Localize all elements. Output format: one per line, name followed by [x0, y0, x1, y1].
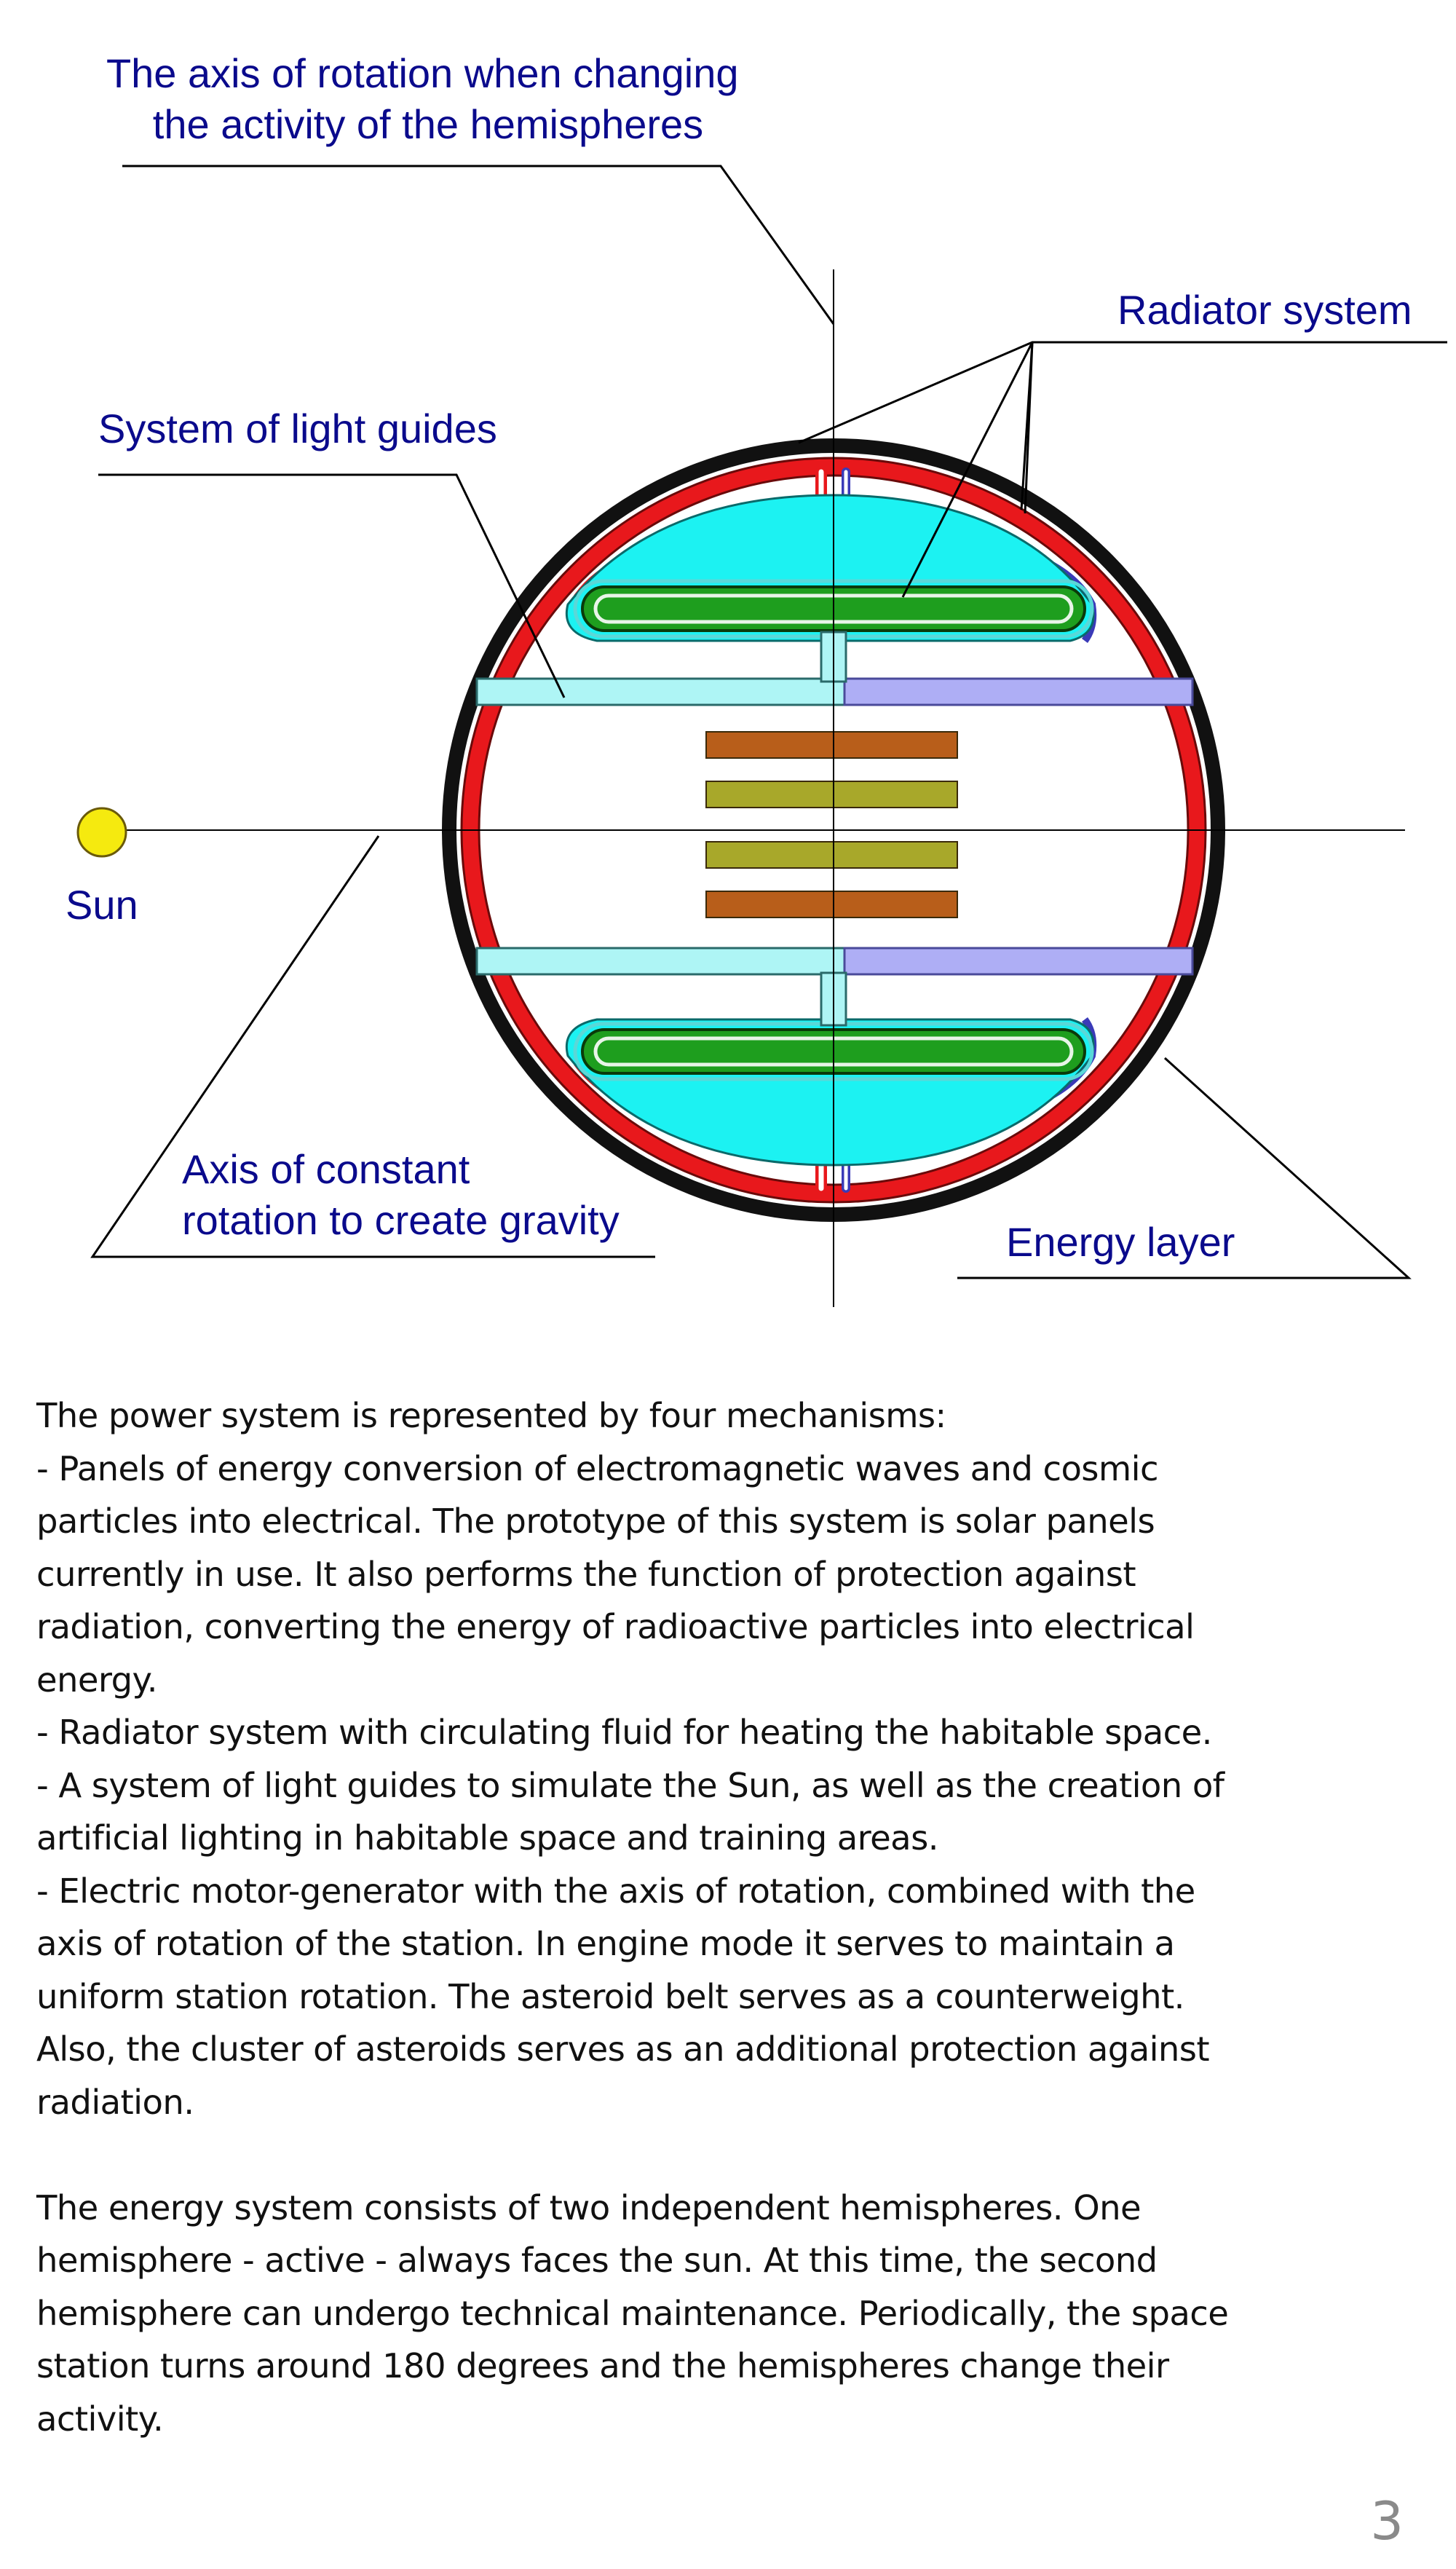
motor-generator-bars: [705, 731, 958, 918]
description-text: The power system is represented by four …: [36, 1389, 1441, 2445]
label-sun: Sun: [66, 882, 138, 928]
label-light-guides: System of light guides: [98, 406, 497, 451]
text-line: energy.: [36, 1660, 158, 1700]
label-radiator-system: Radiator system: [1117, 287, 1412, 333]
text-line: - Panels of energy conversion of electro…: [36, 1448, 1159, 1488]
sun-icon: [76, 807, 127, 858]
text-line: - Electric motor-generator with the axis…: [36, 1871, 1195, 1911]
label-axis-hemispheres-line1: The axis of rotation when changing: [106, 50, 739, 96]
text-line: The energy system consists of two indepe…: [36, 2187, 1142, 2227]
text-line: artificial lighting in habitable space a…: [36, 1818, 938, 1858]
leader-lines: [90, 165, 1447, 1279]
text-line: hemisphere - active - always faces the s…: [36, 2241, 1158, 2280]
light-guides-top: [475, 631, 1194, 706]
text-line: currently in use. It also performs the f…: [36, 1554, 1136, 1594]
text-line: station turns around 180 degrees and the…: [36, 2346, 1169, 2386]
svg-text:Axis of constant rotation: Axis of constant rotation to create grav…: [182, 1146, 620, 1243]
text-line: - Radiator system with circulating fluid…: [36, 1713, 1212, 1752]
text-line: particles into electrical. The prototype…: [36, 1501, 1155, 1541]
text-line: uniform station rotation. The asteroid b…: [36, 1976, 1184, 2016]
svg-text:The axis of rotation when chan: The axis of rotation when changing the a…: [106, 50, 750, 147]
page-number: 3: [1370, 2490, 1404, 2552]
label-energy-layer: Energy layer: [1006, 1219, 1235, 1265]
text-line: - A system of light guides to simulate t…: [36, 1765, 1224, 1805]
station-power-diagram: The axis of rotation when changing the a…: [66, 50, 1447, 1307]
text-line: activity.: [36, 2399, 164, 2439]
label-axis-constant-line1: Axis of constant: [182, 1146, 470, 1192]
label-axis-constant-line2: rotation to create gravity: [182, 1197, 620, 1243]
text-line: hemisphere can undergo technical mainten…: [36, 2293, 1229, 2333]
label-axis-hemispheres-line2: the activity of the hemispheres: [153, 101, 703, 147]
paragraph-gap: [36, 2128, 1441, 2182]
text-line: axis of rotation of the station. In engi…: [36, 1924, 1175, 1963]
text-line: The power system is represented by four …: [36, 1396, 946, 1435]
text-line: radiation, converting the energy of radi…: [36, 1607, 1195, 1646]
light-guides-bottom: [475, 947, 1194, 1027]
text-line: radiation.: [36, 2082, 194, 2122]
text-line: Also, the cluster of asteroids serves as…: [36, 2029, 1210, 2069]
